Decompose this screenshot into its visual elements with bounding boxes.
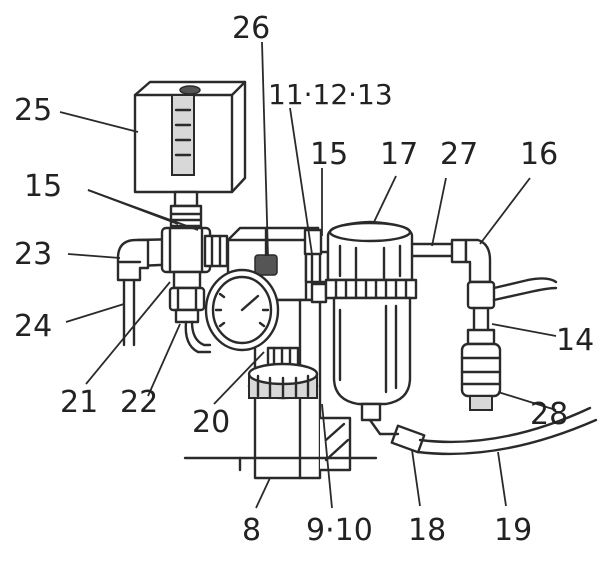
label-16: 16: [520, 137, 558, 172]
filter-unit: [324, 220, 418, 436]
label-21: 21: [60, 385, 98, 420]
label-19: 19: [494, 513, 532, 548]
label-8: 8: [242, 513, 261, 548]
label-28: 28: [530, 397, 568, 432]
label-25: 25: [14, 93, 52, 128]
label-22: 22: [120, 385, 158, 420]
regulator-body: [183, 226, 378, 480]
label-23: 23: [14, 237, 52, 272]
label-11-12-13: 11·12·13: [268, 78, 393, 111]
label-15-top: 15: [310, 137, 348, 172]
label-18: 18: [408, 513, 446, 548]
label-15-left: 15: [24, 169, 62, 204]
part-labels: 26 11·12·13 25 15 17 27 16 15 23 24 14 2…: [14, 11, 594, 548]
switch-stem: [169, 190, 203, 228]
label-27: 27: [440, 137, 478, 172]
left-tee-assembly: [116, 226, 229, 354]
pressure-gauge: [204, 268, 280, 352]
label-14: 14: [556, 323, 594, 358]
outlet-piping: [410, 238, 558, 411]
pressure-switch-box: [133, 80, 247, 194]
label-26: 26: [232, 11, 270, 46]
leader-lines: [59, 41, 557, 509]
label-17: 17: [380, 137, 418, 172]
label-9-10: 9·10: [306, 513, 373, 548]
label-20: 20: [192, 405, 230, 440]
label-24: 24: [14, 309, 52, 344]
drain-hose: [378, 406, 598, 456]
